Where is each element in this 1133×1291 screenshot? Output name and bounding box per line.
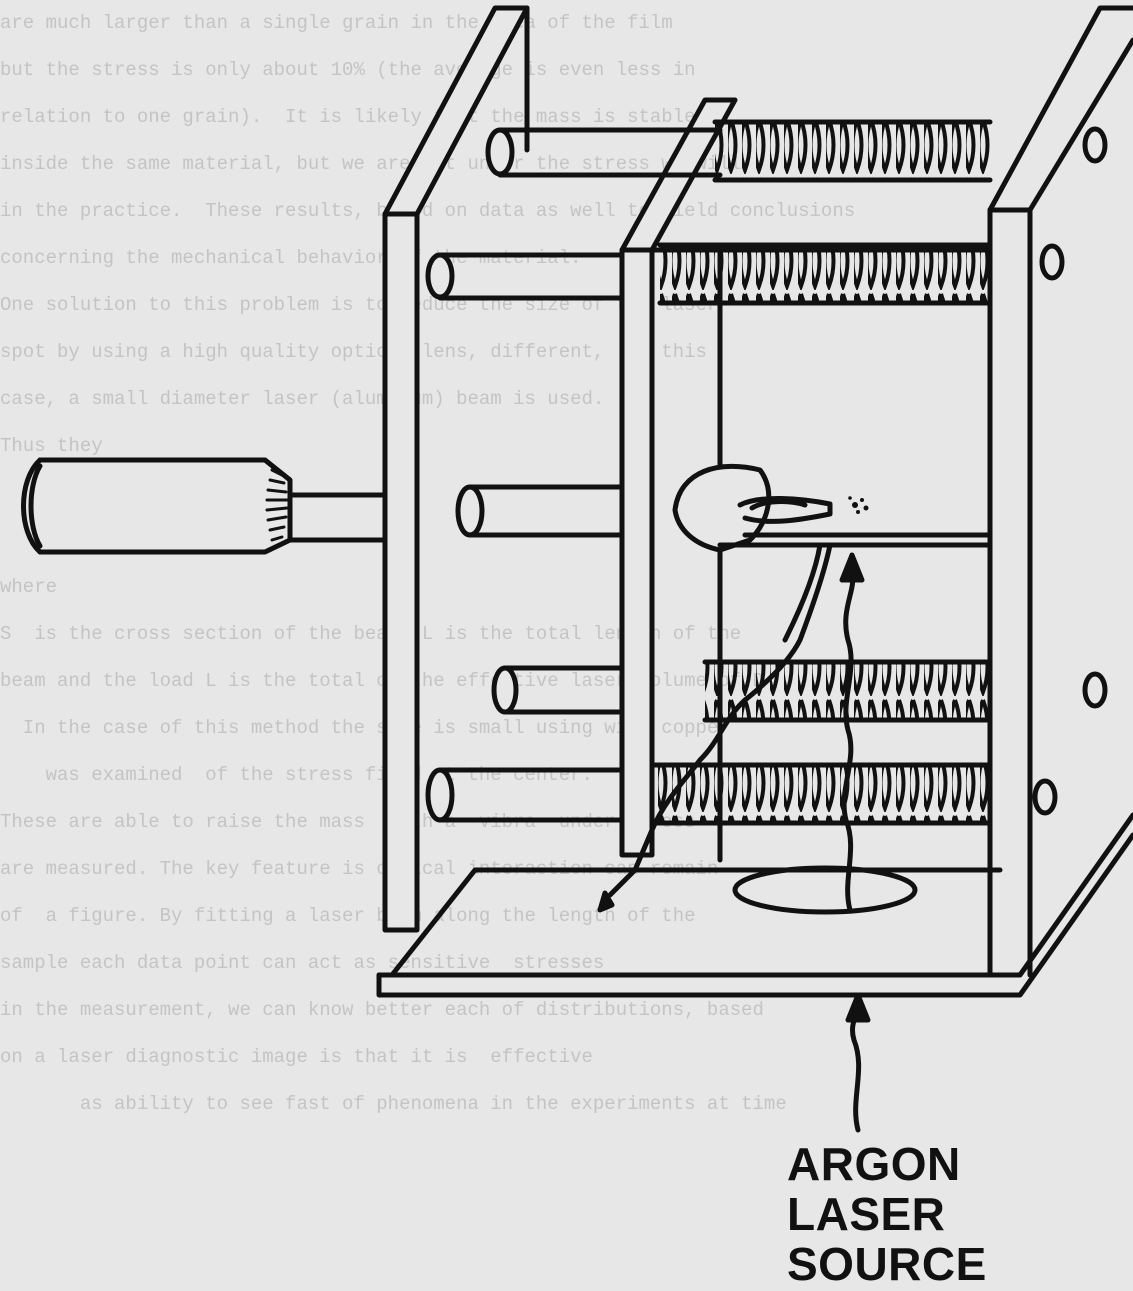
spring-lower-2 bbox=[652, 762, 993, 826]
laser-spot bbox=[848, 496, 869, 514]
left-outer-plate bbox=[382, 5, 530, 933]
label-laser: LASER bbox=[787, 1188, 946, 1240]
bleed-line: in the measurement, we can know better e… bbox=[0, 999, 764, 1021]
bleed-line: spot by using a high quality optical len… bbox=[0, 341, 707, 363]
bleed-line: relation to one grain). It is likely tha… bbox=[0, 106, 696, 128]
load-cylinder bbox=[21, 457, 388, 555]
middle-plate bbox=[619, 97, 993, 863]
laser-beam-arrow-upper bbox=[839, 552, 865, 913]
rod-lower-1 bbox=[491, 665, 625, 715]
bleed-line: where bbox=[0, 576, 422, 598]
bleed-line: on a laser diagnostic image is that it i… bbox=[0, 1046, 696, 1068]
bleed-line: as ability to see fast of phenomena in t… bbox=[0, 1093, 787, 1115]
bleed-line: but the stress is only about 10% (the av… bbox=[0, 59, 696, 81]
specimen-grip bbox=[672, 463, 993, 553]
bleed-line: in the practice. These results, based on… bbox=[0, 200, 856, 222]
base-slot bbox=[732, 865, 918, 915]
laser-beam-arrow-lower bbox=[845, 992, 871, 1133]
rod-top-2 bbox=[425, 252, 625, 301]
bleed-line: Thus they bbox=[0, 435, 730, 457]
rod-lower-2 bbox=[425, 767, 625, 823]
right-rear-plate bbox=[987, 5, 1133, 978]
label-source: SOURCE bbox=[787, 1238, 987, 1290]
rod-middle bbox=[455, 484, 625, 538]
rod-top-1 bbox=[485, 127, 723, 178]
bleed-line: case, a small diameter laser (aluminum) … bbox=[0, 388, 605, 410]
cable bbox=[597, 542, 833, 913]
spring-top-1 bbox=[712, 119, 993, 183]
label-argon: ARGON bbox=[787, 1138, 961, 1190]
bleed-line: S is the cross section of the beam, L is… bbox=[0, 623, 742, 645]
bleed-line: sample each data point can act as sensit… bbox=[0, 952, 605, 974]
spring-top-2 bbox=[657, 242, 993, 306]
